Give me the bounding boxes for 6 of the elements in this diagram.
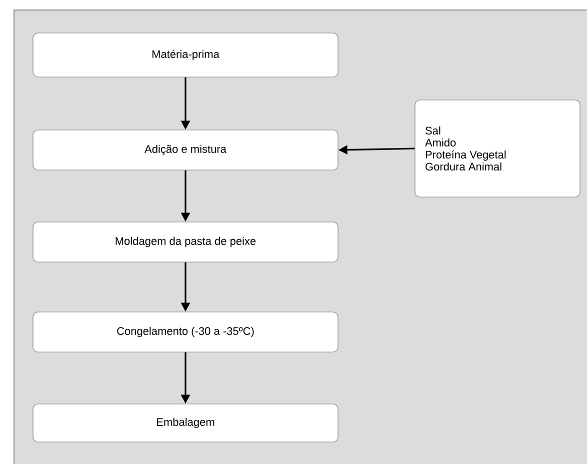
process-box: Matéria-prima (32, 32, 338, 78)
process-box: Embalagem (32, 404, 338, 442)
ingredient-box: Sal Amido Proteína Vegetal Gordura Animal (414, 100, 580, 198)
process-box: Congelamento (-30 a -35ºC) (32, 312, 338, 352)
process-box: Moldagem da pasta de peixe (32, 222, 338, 262)
process-box: Adição e mistura (32, 130, 338, 170)
